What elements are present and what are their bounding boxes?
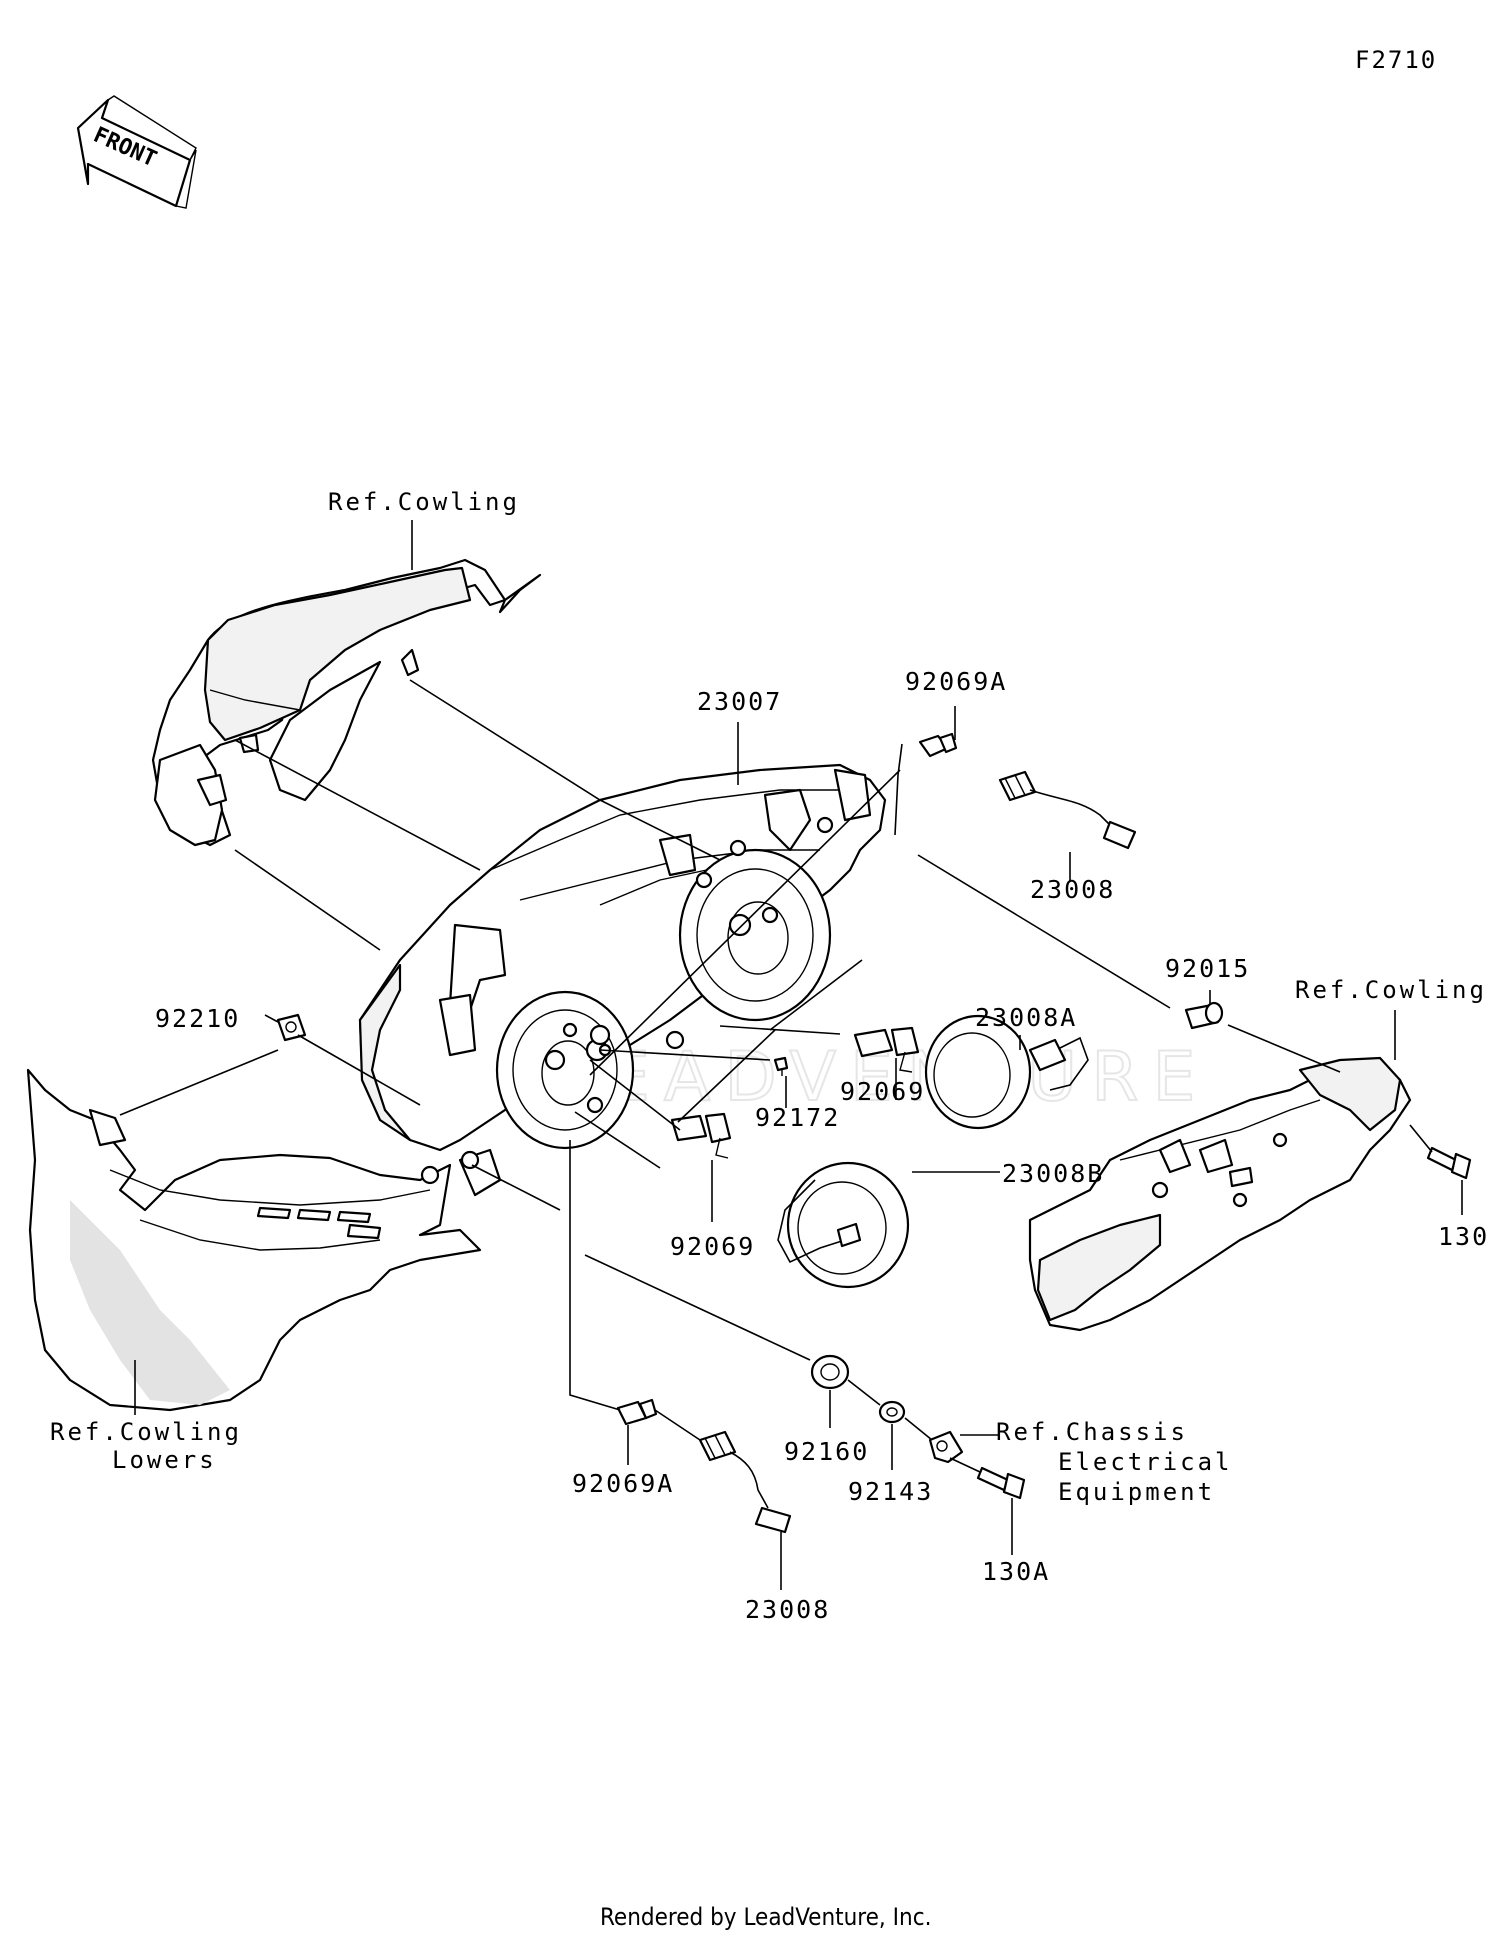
- label-92160: 92160: [784, 1437, 869, 1466]
- bulb-92069a-bottom: [616, 1398, 658, 1426]
- label-130a: 130A: [982, 1557, 1050, 1586]
- label-92069-left: 92069: [670, 1232, 755, 1261]
- ref-chassis-line3: Equipment: [1058, 1478, 1215, 1506]
- label-92069a-bottom: 92069A: [572, 1469, 674, 1498]
- ref-cowling-lowers-line1: Ref.Cowling: [50, 1418, 242, 1446]
- upper-cowling-drawing: [151, 558, 542, 847]
- ref-chassis-line1: Ref.Chassis: [996, 1418, 1188, 1446]
- ref-cowling-right: Ref.Cowling: [1295, 976, 1487, 1004]
- label-92015: 92015: [1165, 954, 1250, 983]
- collar-92143: [878, 1400, 906, 1424]
- ref-cowling-top: Ref.Cowling: [328, 488, 520, 516]
- label-92069-right: 92069: [840, 1077, 925, 1106]
- bolt-130: [1426, 1146, 1472, 1180]
- screw-92172: [773, 1056, 789, 1076]
- nut-92210: [276, 1013, 307, 1042]
- label-23008-top: 23008: [1030, 875, 1115, 904]
- bolt-130a: [976, 1466, 1026, 1500]
- leader-lines: [119, 520, 1463, 1590]
- lower-cowling-drawing: [26, 1068, 482, 1412]
- bulb-92069a-top: [918, 732, 958, 758]
- headlight-assembly-23007: [358, 763, 887, 1197]
- label-92210: 92210: [155, 1004, 240, 1033]
- label-23008a: 23008A: [975, 1003, 1077, 1032]
- labels: Ref.Cowling Ref.Cowling Ref.Cowling Lowe…: [50, 488, 1489, 1624]
- bulb-92069-left: [670, 1112, 732, 1159]
- grommet-92160: [810, 1354, 850, 1390]
- cover-23008b: [777, 1161, 910, 1289]
- right-cowling-drawing: [1028, 1056, 1412, 1332]
- cover-23008a: [924, 1014, 1089, 1130]
- clamp-chassis: [928, 1430, 964, 1464]
- socket-23008-bottom: [698, 1430, 792, 1534]
- label-130: 130: [1438, 1222, 1489, 1251]
- label-92069a-top: 92069A: [905, 667, 1007, 696]
- bulb-92069-right: [853, 1026, 920, 1073]
- label-23008-bottom: 23008: [745, 1595, 830, 1624]
- ref-chassis-line2: Electrical: [1058, 1448, 1233, 1476]
- label-23008b: 23008B: [1002, 1159, 1104, 1188]
- grommet-92015: [1184, 1001, 1224, 1030]
- ref-cowling-lowers-line2: Lowers: [112, 1446, 217, 1474]
- label-23007: 23007: [697, 687, 782, 716]
- diagram-code: F2710: [1355, 46, 1437, 74]
- front-arrow-icon: FRONT: [76, 95, 197, 209]
- label-92143: 92143: [848, 1477, 933, 1506]
- label-92172: 92172: [755, 1103, 840, 1132]
- socket-23008-top: [998, 770, 1137, 850]
- footer-credit: Rendered by LeadVenture, Inc.: [600, 1903, 931, 1931]
